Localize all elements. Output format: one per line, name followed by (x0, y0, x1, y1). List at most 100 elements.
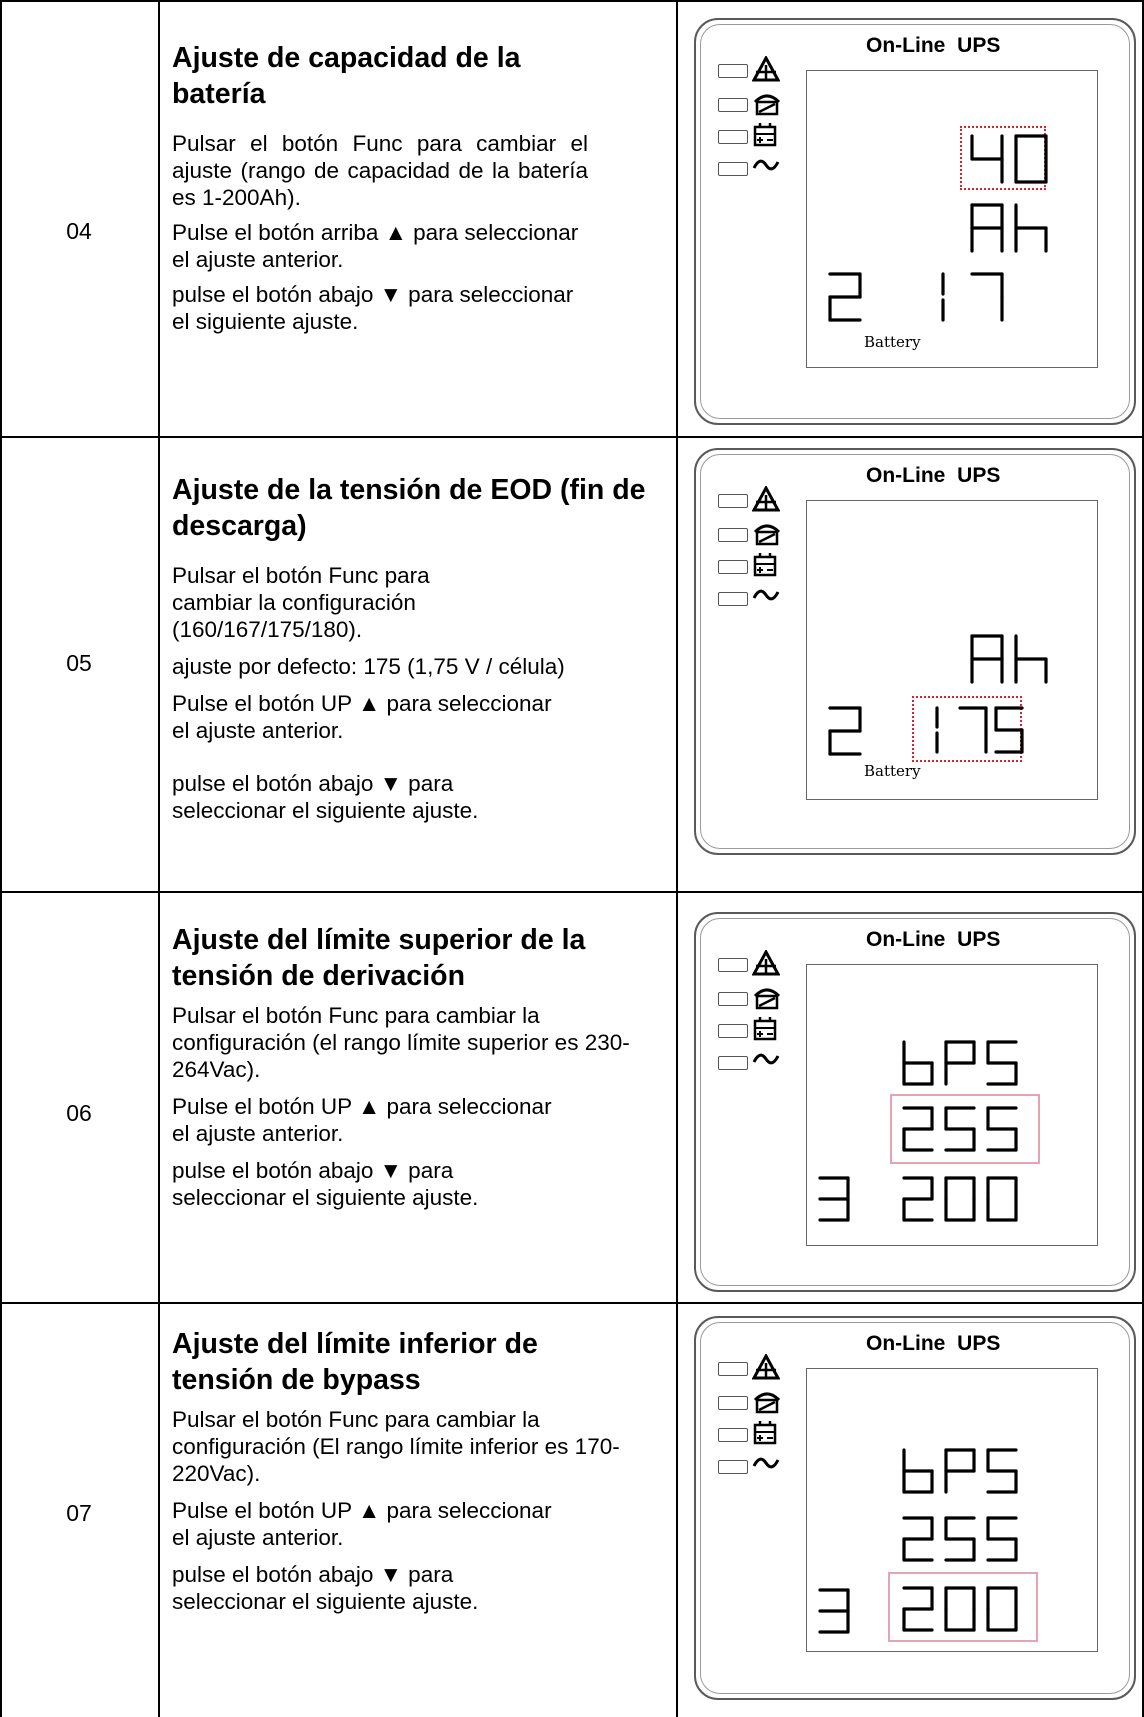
ac-wave-icon (752, 1457, 780, 1469)
paragraph: Pulsar el botón Func para cambiar el aju… (172, 131, 588, 210)
battery-icon (753, 123, 777, 147)
battery-label: Battery (864, 762, 921, 780)
indicator-fault (718, 484, 793, 514)
paragraph: pulse el botón abajo ▼ para seleccionar … (172, 1158, 479, 1210)
lcd-header: On-Line UPS (866, 34, 1001, 57)
lcd-screen (806, 70, 1098, 368)
row-description: Ajuste de la tensión de EOD (fin de desc… (172, 472, 672, 824)
lcd-value-line3-left (818, 1588, 850, 1634)
lcd-value-line1 (902, 1448, 1018, 1494)
lcd-display: On-Line UPS (694, 912, 1136, 1292)
row-title: Ajuste del límite inferior de tensión de… (172, 1328, 538, 1396)
row-number: 07 (66, 1500, 92, 1526)
lcd-value-line3-left (818, 1176, 850, 1222)
table-border-top (0, 0, 1144, 2)
indicator-battery (718, 550, 793, 580)
highlight-frame (888, 1572, 1038, 1642)
paragraph: Pulse el botón UP ▲ para seleccionar el … (172, 1498, 552, 1550)
indicator-fault (718, 948, 793, 978)
lcd-display: On-Line UPS Battery (694, 18, 1136, 425)
lcd-value-line2 (902, 1516, 1018, 1562)
lcd-frame (700, 918, 1130, 1286)
bypass-icon (753, 988, 781, 1010)
paragraph: pulse el botón abajo ▼ para seleccionar … (172, 1562, 479, 1614)
battery-icon (753, 553, 777, 577)
battery-icon (753, 1421, 777, 1445)
lcd-display: On-Line UPS Battery (694, 448, 1136, 855)
lcd-value-line3-left (828, 272, 862, 322)
row-number: 04 (66, 218, 92, 244)
lcd-value-line3-left (828, 706, 862, 756)
paragraph: pulse el botón abajo ▼ para seleccionar … (172, 282, 574, 334)
indicator-ac (718, 1046, 793, 1076)
table-border-right (1142, 0, 1144, 1717)
row-description: Ajuste del límite inferior de tensión de… (172, 1326, 672, 1615)
paragraph: Pulse el botón UP ▲ para seleccionar el … (172, 1094, 552, 1146)
row-description: Ajuste del límite superior de la tensión… (172, 922, 672, 1211)
warning-triangle-icon (752, 950, 780, 976)
lcd-header: On-Line UPS (866, 928, 1001, 951)
lcd-frame (700, 1322, 1130, 1694)
lcd-display: On-Line UPS (694, 1316, 1136, 1700)
warning-triangle-icon (752, 1354, 780, 1380)
paragraph: Pulsar el botón Func para cambiar la con… (172, 1003, 630, 1082)
battery-label: Battery (864, 333, 921, 351)
row-divider-2 (0, 891, 1144, 893)
row-title: Ajuste de capacidad de la batería (172, 42, 521, 110)
row-number: 05 (66, 650, 92, 676)
paragraph: ajuste por defecto: 175 (1,75 V / célula… (172, 654, 565, 679)
lcd-header: On-Line UPS (866, 1332, 1001, 1355)
row-number: 06 (66, 1100, 92, 1126)
paragraph: Pulse el botón UP ▲ para seleccionar el … (172, 691, 552, 743)
lcd-screen (806, 500, 1098, 800)
lcd-screen (806, 1368, 1098, 1652)
lcd-value-line2 (970, 203, 1048, 253)
row-title: Ajuste de la tensión de EOD (fin de desc… (172, 474, 646, 542)
lcd-frame (700, 454, 1130, 849)
row-divider-3 (0, 1302, 1144, 1304)
indicator-battery (718, 120, 793, 150)
paragraph: Pulse el botón arriba ▲ para seleccionar… (172, 220, 579, 272)
paragraph: Pulsar el botón Func para cambiar la con… (172, 563, 430, 642)
paragraph: Pulsar el botón Func para cambiar la con… (172, 1407, 620, 1486)
indicator-bypass (718, 88, 793, 118)
lcd-screen (806, 964, 1098, 1246)
row-description: Ajuste de capacidad de la batería Pulsar… (172, 40, 672, 335)
battery-icon (753, 1017, 777, 1041)
indicator-fault (718, 1352, 793, 1382)
lcd-frame (700, 24, 1130, 419)
ac-wave-icon (752, 589, 780, 601)
lcd-value-line3-right (941, 272, 1004, 322)
lcd-value-line2 (970, 634, 1048, 684)
lcd-value-line3-right (902, 1586, 1018, 1632)
ac-wave-icon (752, 159, 780, 171)
lcd-value-line3-right (902, 1176, 1018, 1222)
lcd-value-line1 (970, 134, 1048, 184)
column-divider-2 (676, 0, 678, 1717)
lcd-value-line3-right (935, 706, 1024, 754)
bypass-icon (753, 94, 781, 116)
indicator-battery (718, 1014, 793, 1044)
indicator-ac (718, 1450, 793, 1480)
highlight-frame (890, 1094, 1040, 1164)
column-divider-1 (158, 0, 160, 1717)
paragraph: pulse el botón abajo ▼ para seleccionar … (172, 771, 479, 823)
warning-triangle-icon (752, 56, 780, 82)
lcd-header: On-Line UPS (866, 464, 1001, 487)
indicator-ac (718, 582, 793, 612)
indicator-fault (718, 54, 793, 84)
table-border-left (0, 0, 2, 1717)
indicator-bypass (718, 982, 793, 1012)
indicator-bypass (718, 1386, 793, 1416)
indicator-ac (718, 152, 793, 182)
indicator-bypass (718, 518, 793, 548)
lcd-value-line2 (902, 1106, 1018, 1152)
bypass-icon (753, 1392, 781, 1414)
ac-wave-icon (752, 1053, 780, 1065)
lcd-value-line1 (902, 1040, 1018, 1086)
indicator-battery (718, 1418, 793, 1448)
row-divider-1 (0, 436, 1144, 438)
row-title: Ajuste del límite superior de la tensión… (172, 924, 586, 992)
warning-triangle-icon (752, 486, 780, 512)
